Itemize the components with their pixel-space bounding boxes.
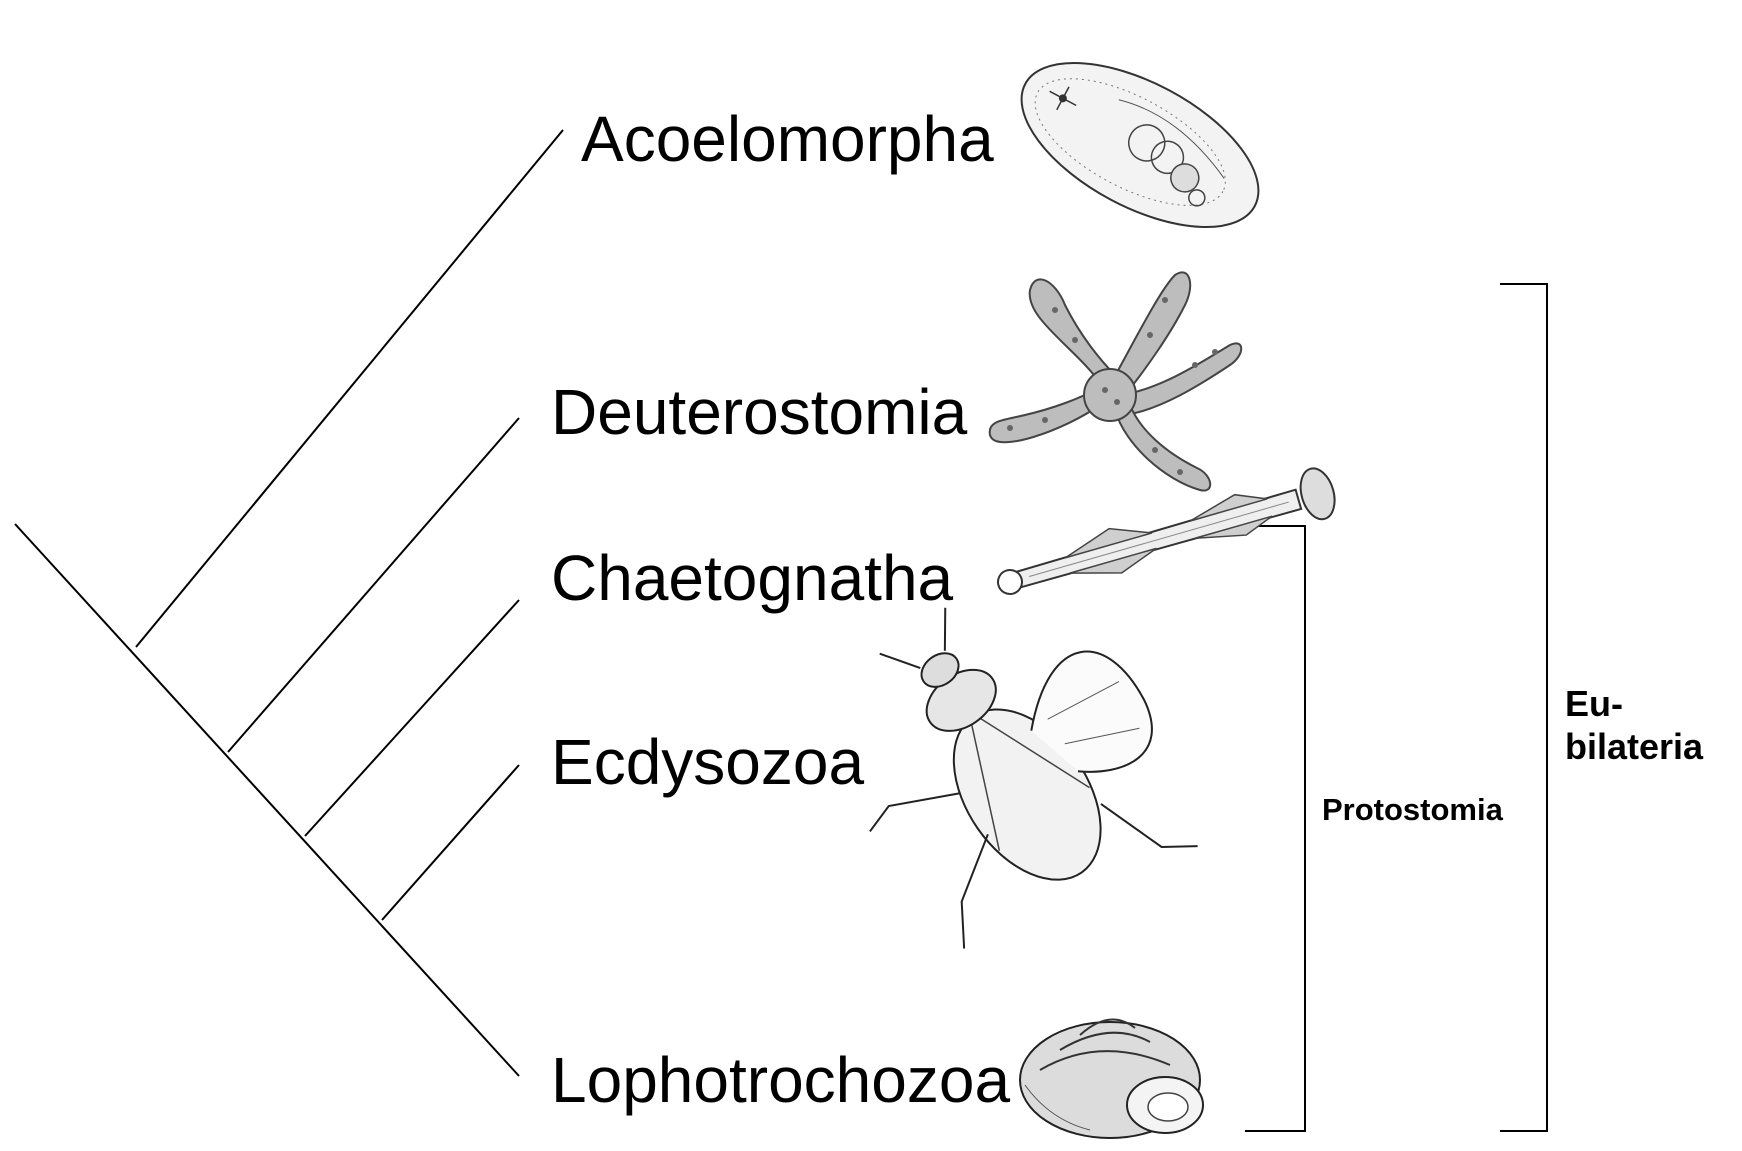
tree-branches [15, 130, 563, 1076]
clade-label-eubilateria-line1: Eu- [1565, 682, 1703, 725]
acoel-flatworm-drawing [996, 29, 1284, 261]
protostomia-bracket [1245, 526, 1305, 1131]
clade-label-eubilateria: Eu- bilateria [1565, 682, 1703, 768]
taxon-label-chaetognatha: Chaetognatha [551, 546, 953, 610]
taxon-label-lophotrochozoa: Lophotrochozoa [551, 1048, 1010, 1112]
snail-shell-drawing [1020, 1019, 1203, 1138]
branch-acoelomorpha [136, 130, 563, 647]
backbone-line [15, 524, 519, 1076]
starfish-drawing [990, 272, 1242, 490]
taxon-label-deuterostomia: Deuterostomia [551, 380, 967, 444]
eubilateria-bracket [1500, 284, 1547, 1131]
taxon-label-ecdysozoa: Ecdysozoa [551, 730, 864, 794]
branch-deuterostomia [228, 418, 519, 752]
clade-brackets [1245, 284, 1547, 1131]
arrow-worm-drawing [991, 464, 1340, 610]
branch-ecdysozoa [382, 765, 519, 920]
clade-label-eubilateria-line2: bilateria [1565, 725, 1703, 768]
clade-label-protostomia: Protostomia [1322, 791, 1503, 828]
taxon-label-acoelomorpha: Acoelomorpha [581, 107, 994, 171]
